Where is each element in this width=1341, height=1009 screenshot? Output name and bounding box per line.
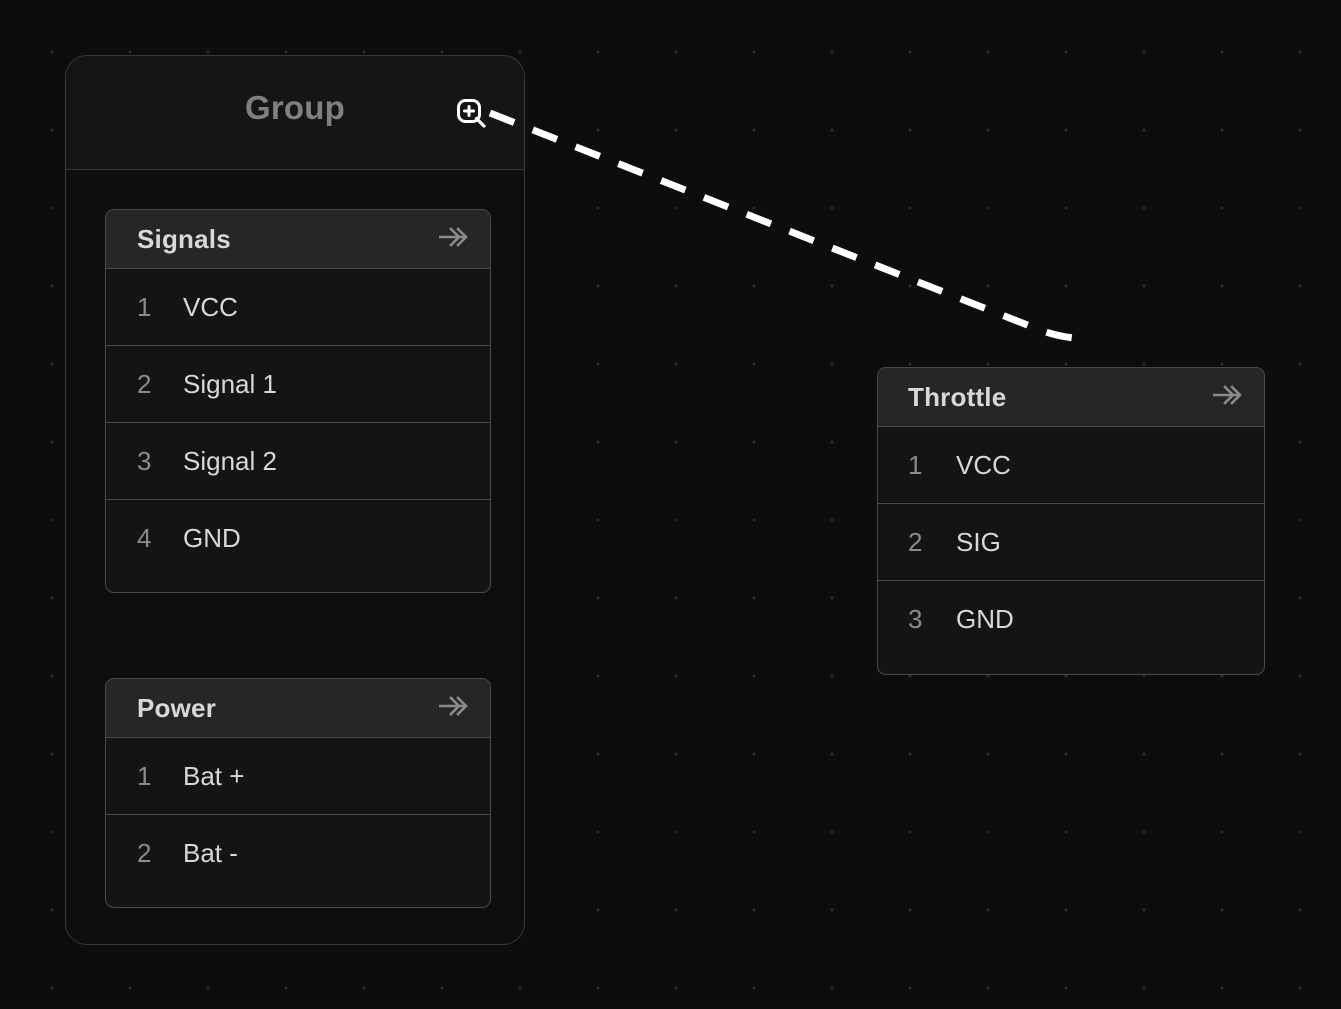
double-chevron-right-icon[interactable] xyxy=(438,695,468,722)
pin-number: 1 xyxy=(908,449,923,480)
group-title: Group xyxy=(245,89,345,126)
pin-card-throttle[interactable]: Throttle 1 VCC 2 SIG 3 GND xyxy=(877,367,1265,675)
double-chevron-right-icon-glyph xyxy=(439,695,468,716)
pin-row[interactable]: 1 VCC xyxy=(106,269,490,346)
group-node-body: Signals 1 VCC 2 xyxy=(66,170,524,944)
pin-label: SIG xyxy=(956,526,1001,557)
pin-card-power-header[interactable]: Power xyxy=(106,679,490,738)
group-node[interactable]: Group Signals xyxy=(65,55,525,945)
pin-label: Bat - xyxy=(183,838,238,868)
pin-number: 1 xyxy=(137,291,152,322)
pin-card-throttle-title: Throttle xyxy=(908,381,1007,412)
pin-number: 2 xyxy=(908,526,923,557)
pin-card-throttle-rows: 1 VCC 2 SIG 3 GND xyxy=(878,427,1264,658)
pin-row[interactable]: 1 Bat + xyxy=(106,738,490,815)
double-chevron-right-icon[interactable] xyxy=(1212,384,1242,411)
pin-label: Signal 2 xyxy=(183,445,277,476)
pin-number: 2 xyxy=(137,368,152,399)
pin-card-signals-rows: 1 VCC 2 Signal 1 3 Signal 2 4 GND xyxy=(106,269,490,577)
pin-row[interactable]: 4 GND xyxy=(106,500,490,577)
pin-label: VCC xyxy=(183,291,238,322)
pin-number: 3 xyxy=(137,445,152,476)
zoom-in-icon-glyph xyxy=(457,99,486,128)
pin-number: 1 xyxy=(137,760,152,791)
pin-card-signals-header[interactable]: Signals xyxy=(106,210,490,269)
pin-number: 2 xyxy=(137,838,152,868)
pin-number: 4 xyxy=(137,523,152,553)
double-chevron-right-icon-glyph xyxy=(1213,384,1242,405)
pin-card-signals-title: Signals xyxy=(137,223,231,254)
pin-row[interactable]: 1 VCC xyxy=(878,427,1264,504)
pin-label: VCC xyxy=(956,449,1011,480)
pin-label: GND xyxy=(183,523,241,553)
pin-card-power-title: Power xyxy=(137,692,217,723)
pin-row[interactable]: 3 Signal 2 xyxy=(106,423,490,500)
pin-label: GND xyxy=(956,604,1014,634)
pin-card-throttle-header[interactable]: Throttle xyxy=(878,368,1264,427)
pin-label: Bat + xyxy=(183,760,245,791)
zoom-in-icon[interactable] xyxy=(451,93,493,135)
pin-row[interactable]: 2 Bat - xyxy=(106,815,490,892)
double-chevron-right-icon-glyph xyxy=(439,226,468,247)
pin-number: 3 xyxy=(908,604,923,634)
double-chevron-right-icon[interactable] xyxy=(438,226,468,253)
pin-card-power[interactable]: Power 1 Bat + 2 xyxy=(105,678,491,908)
pin-card-power-rows: 1 Bat + 2 Bat - xyxy=(106,738,490,892)
pin-row[interactable]: 3 GND xyxy=(878,581,1264,658)
group-to-throttle-edge[interactable] xyxy=(488,109,1087,343)
group-node-header[interactable]: Group xyxy=(66,56,524,170)
pin-row[interactable]: 2 SIG xyxy=(878,504,1264,581)
pin-row[interactable]: 2 Signal 1 xyxy=(106,346,490,423)
pin-label: Signal 1 xyxy=(183,368,277,399)
pin-card-signals[interactable]: Signals 1 VCC 2 xyxy=(105,209,491,593)
